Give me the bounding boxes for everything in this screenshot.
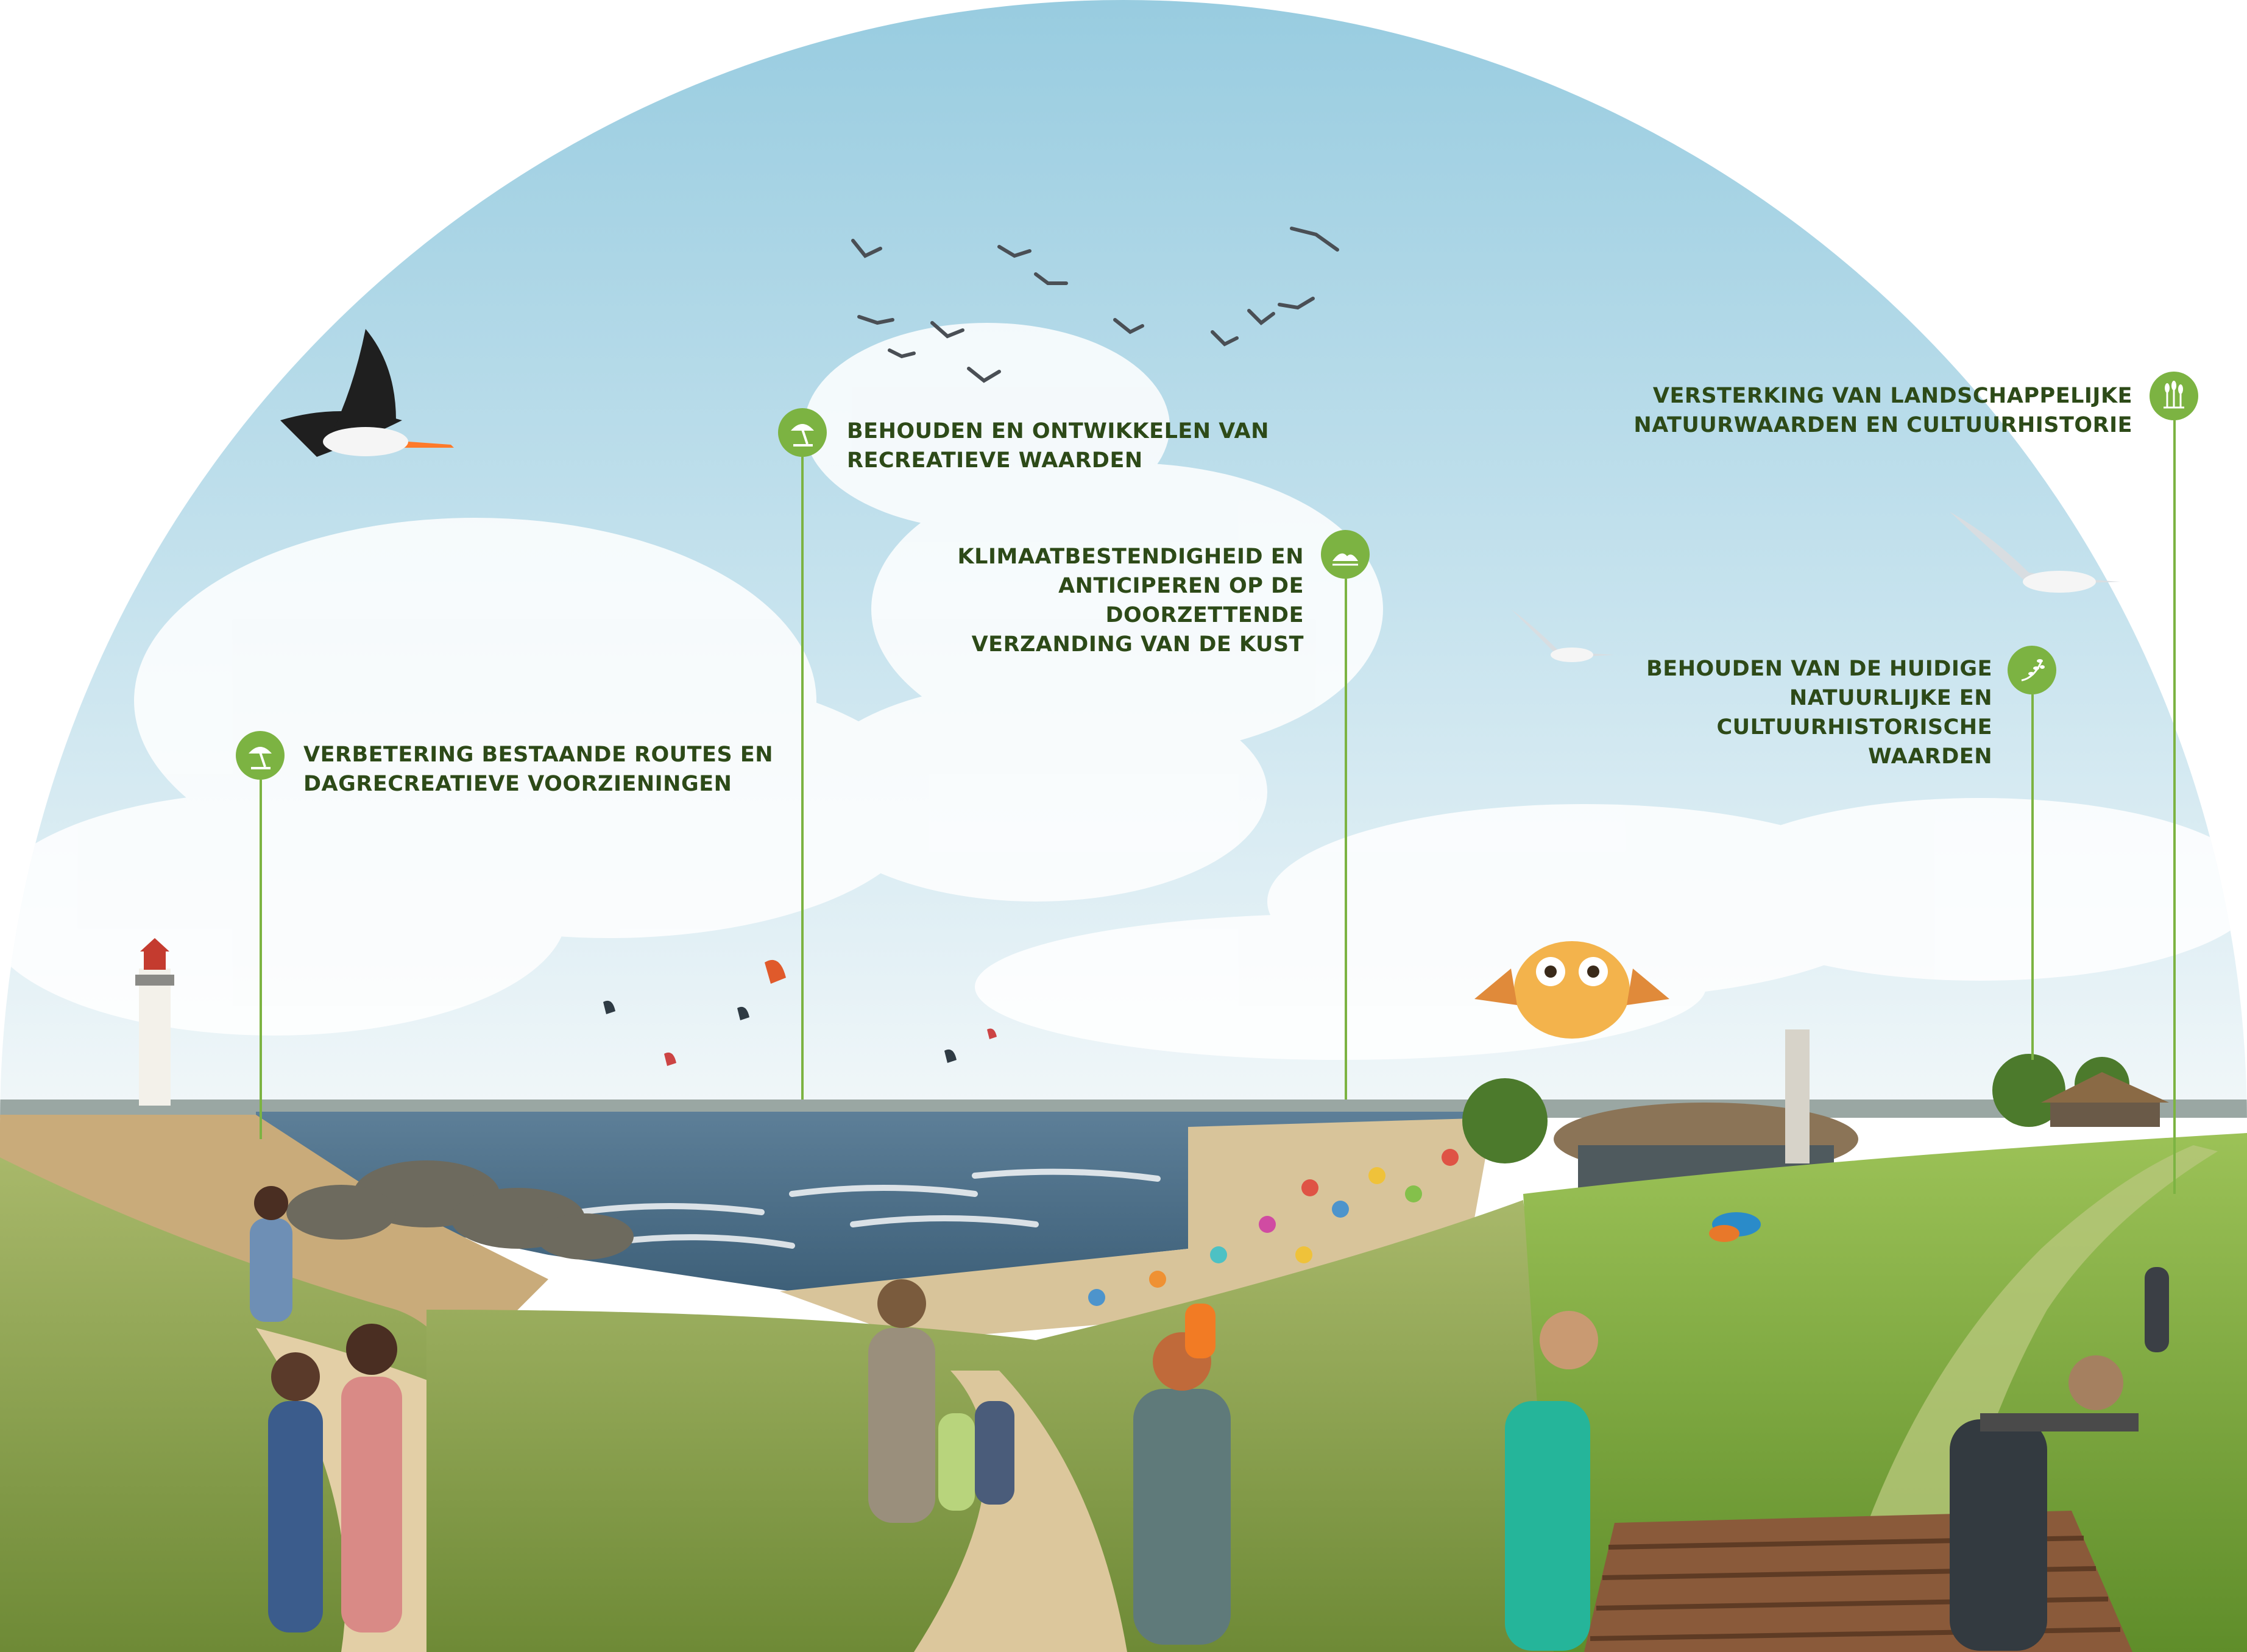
clouds — [0, 323, 2247, 1060]
callout-recreation-label: BEHOUDEN EN ONTWIKKELEN VAN RECREATIEVE … — [847, 419, 1269, 473]
beach-umbrellas — [1088, 1149, 1459, 1306]
waves — [576, 1168, 1161, 1249]
callout-climate-line — [1345, 579, 1347, 1100]
beach-umbrella-icon — [236, 731, 285, 780]
central-sand-path — [914, 1371, 1127, 1652]
thatched-farm — [2041, 1072, 2169, 1127]
callout-preserve-label: BEHOUDEN VAN DE HUIDIGE NATUURLIJKE EN C… — [1646, 657, 1992, 769]
callout-routes-label: VERBETERING BESTAANDE ROUTES EN DAGRECRE… — [303, 743, 774, 796]
owl-kite-shape — [1474, 941, 1669, 1039]
seagull-right-small — [1511, 609, 1615, 662]
callout-landscape-label: VERSTERKING VAN LANDSCHAPPELIJKE NATUURW… — [1633, 384, 2132, 437]
beach-umbrella-icon — [778, 408, 827, 457]
kitesurf-kites — [603, 959, 997, 1066]
seagull-flock — [851, 227, 1339, 383]
callout-climate-label: KLIMAATBESTENDIGHEID EN ANTICIPEREN OP D… — [957, 545, 1304, 657]
people — [250, 1186, 2169, 1651]
sprout-icon — [2008, 646, 2056, 694]
seagull-right-large — [1950, 512, 2120, 593]
callout-landscape-line — [2173, 420, 2176, 1194]
reeds-icon — [2150, 372, 2198, 420]
lighthouse — [135, 938, 174, 1106]
callout-preserve-line — [2031, 694, 2034, 1060]
callout-recreation-line — [801, 457, 804, 1100]
callout-routes-line — [260, 780, 262, 1139]
breakwater-rocks — [286, 1160, 634, 1260]
oystercatcher-bird — [280, 329, 454, 457]
dune-icon — [1321, 530, 1370, 579]
kingfisher-bird — [1709, 1212, 1761, 1242]
